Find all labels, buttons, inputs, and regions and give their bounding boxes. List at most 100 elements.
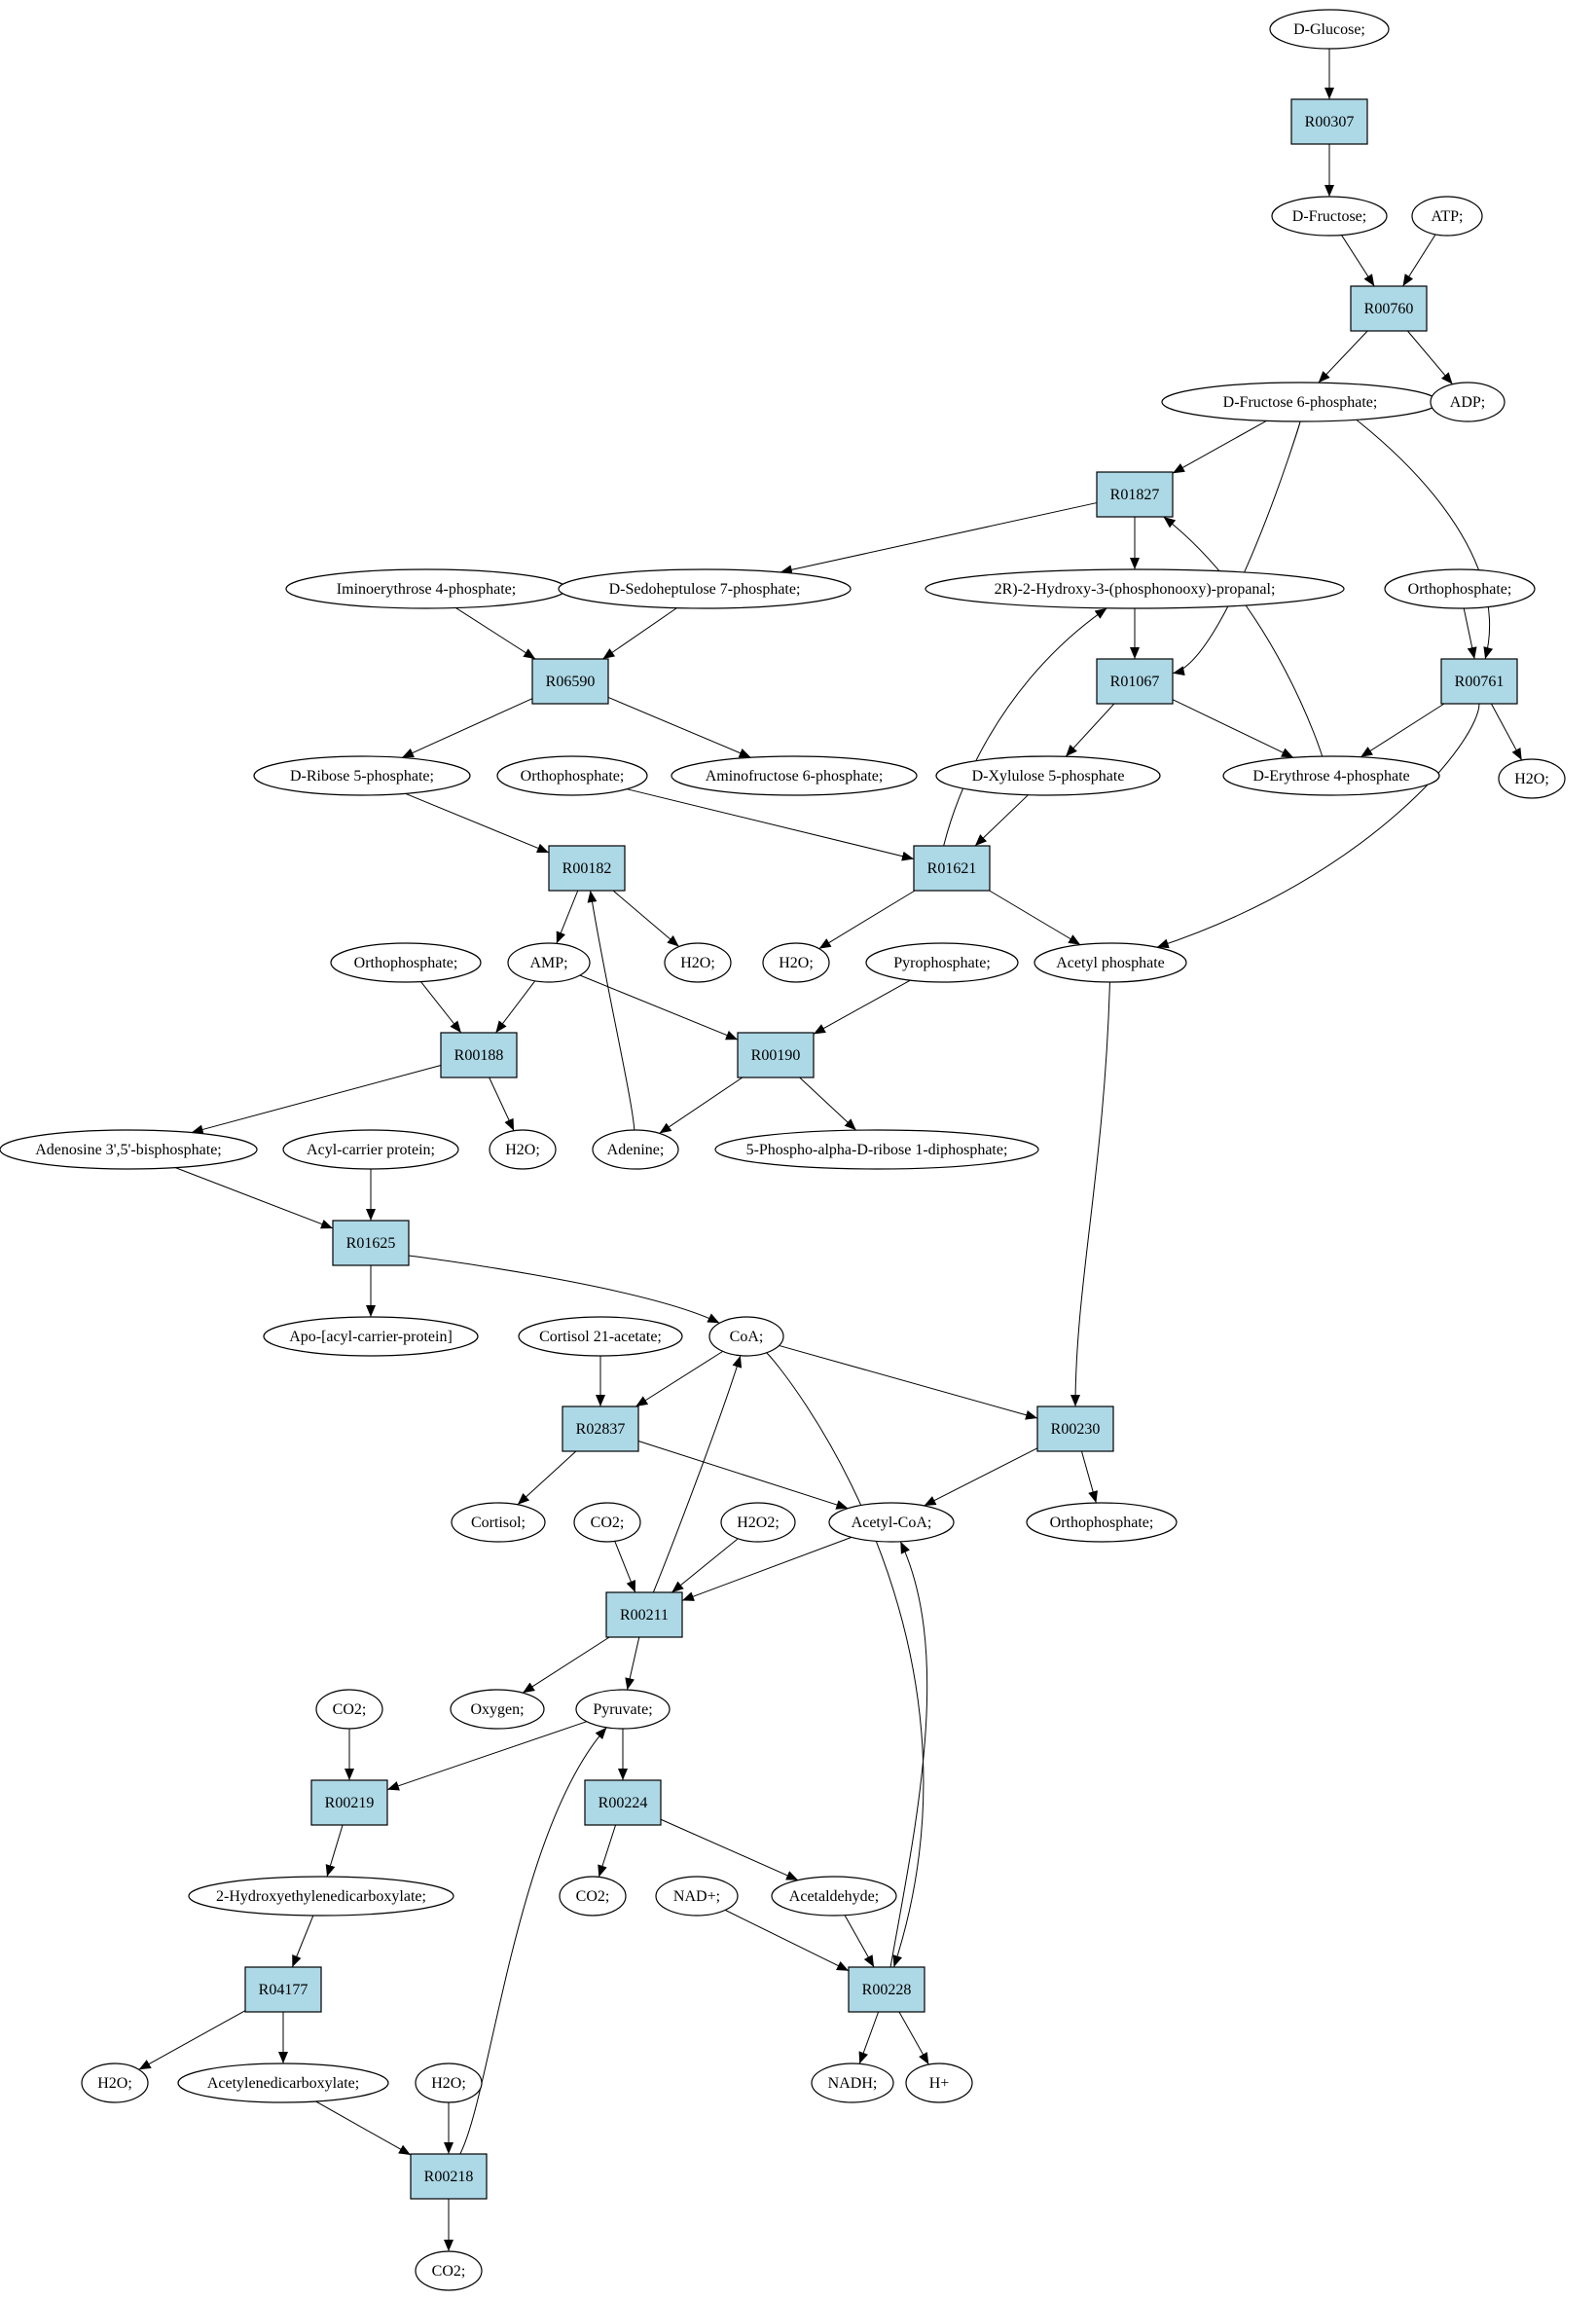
compound-node-pyruvate[interactable]: Pyruvate;	[575, 1689, 671, 1730]
compound-node-amp[interactable]: AMP;	[507, 942, 591, 983]
compound-ellipse	[664, 942, 732, 983]
edge-r00761-to-h2o_1	[1490, 703, 1523, 761]
compound-node-orthophosphate_4[interactable]: Orthophosphate;	[1026, 1502, 1178, 1543]
reaction-node-r00218[interactable]: R00218	[410, 2153, 488, 2200]
node-label: Acetyl-CoA;	[852, 1515, 932, 1531]
compound-node-acp[interactable]: Acyl-carrier protein;	[282, 1129, 459, 1170]
compound-node-h2o2[interactable]: H2O2;	[720, 1502, 796, 1543]
reaction-node-r04177[interactable]: R04177	[244, 1966, 322, 2013]
compound-ellipse	[592, 1129, 679, 1170]
edge-r02837-to-acetyl_coa	[637, 1441, 849, 1510]
compound-node-acetyl_phosphate[interactable]: Acetyl phosphate	[1034, 942, 1187, 983]
reaction-node-r00760[interactable]: R00760	[1350, 285, 1428, 332]
compound-node-cortisol_acetate[interactable]: Cortisol 21-acetate;	[518, 1316, 683, 1357]
reaction-node-r00307[interactable]: R00307	[1290, 98, 1368, 145]
compound-node-aminofructose[interactable]: Aminofructose 6-phosphate;	[671, 755, 918, 796]
reaction-box	[1096, 471, 1174, 518]
compound-node-orthophosphate_2[interactable]: Orthophosphate;	[496, 755, 648, 796]
reaction-node-r00190[interactable]: R00190	[737, 1032, 815, 1078]
compound-node-g3p[interactable]: 2R)-2-Hydroxy-3-(phosphonooxy)-propanal;	[925, 568, 1345, 609]
compound-node-f6p[interactable]: D-Fructose 6-phosphate;	[1161, 382, 1439, 422]
compound-node-atp[interactable]: ATP;	[1411, 196, 1483, 237]
compound-node-adenosine_bisp[interactable]: Adenosine 3',5'-bisphosphate;	[0, 1129, 258, 1170]
reaction-node-r00230[interactable]: R00230	[1036, 1406, 1114, 1452]
compound-node-orthophosphate_1[interactable]: Orthophosphate;	[1384, 568, 1536, 609]
reaction-node-r00182[interactable]: R00182	[548, 845, 626, 892]
edge-nad-to-r00228	[724, 1909, 850, 1972]
node-label: Orthophosphate;	[1050, 1515, 1154, 1531]
reaction-node-r02837[interactable]: R02837	[562, 1406, 639, 1452]
edge-orthophosphate_3-to-r00188	[420, 981, 462, 1034]
compound-node-h2o_3[interactable]: H2O;	[762, 942, 830, 983]
compound-node-prpp[interactable]: 5-Phospho-alpha-D-ribose 1-diphosphate;	[714, 1129, 1039, 1170]
edge-f6p-to-r01067	[1172, 420, 1301, 676]
reaction-node-r00761[interactable]: R00761	[1440, 658, 1518, 705]
compound-node-adenine[interactable]: Adenine;	[592, 1129, 679, 1170]
compound-node-co2_2[interactable]: CO2;	[315, 1689, 383, 1730]
compound-node-h_plus[interactable]: H+	[905, 2063, 973, 2103]
compound-node-orthophosphate_3[interactable]: Orthophosphate;	[330, 942, 482, 983]
node-label: Cortisol;	[471, 1515, 526, 1531]
reaction-node-r00188[interactable]: R00188	[440, 1032, 518, 1078]
compound-node-nad[interactable]: NAD+;	[655, 1876, 739, 1917]
compound-node-hydroxyethylenedicarboxylate[interactable]: 2-Hydroxyethylenedicarboxylate;	[188, 1876, 454, 1917]
reaction-node-r00219[interactable]: R00219	[310, 1779, 388, 1826]
compound-node-ribose5p[interactable]: D-Ribose 5-phosphate;	[253, 755, 471, 796]
compound-node-co2_4[interactable]: CO2;	[415, 2250, 483, 2291]
node-label: H2O;	[680, 955, 715, 971]
node-label: R00761	[1455, 674, 1505, 690]
reaction-node-r01067[interactable]: R01067	[1096, 658, 1174, 705]
node-label: Orthophosphate;	[354, 955, 458, 971]
reaction-box	[332, 1220, 410, 1266]
compound-node-s7p[interactable]: D-Sedoheptulose 7-phosphate;	[558, 568, 852, 609]
reaction-node-r01625[interactable]: R01625	[332, 1220, 410, 1266]
compound-node-h2o_5[interactable]: H2O;	[81, 2063, 149, 2103]
reaction-box	[244, 1966, 322, 2013]
compound-node-d_fructose[interactable]: D-Fructose;	[1271, 196, 1388, 237]
node-label: D-Sedoheptulose 7-phosphate;	[609, 581, 801, 598]
compound-node-h2o_6[interactable]: H2O;	[415, 2063, 483, 2103]
node-label: R02837	[576, 1421, 626, 1438]
compound-node-cortisol[interactable]: Cortisol;	[451, 1502, 546, 1543]
edge-coa-to-r02837	[635, 1350, 723, 1407]
node-label: 2R)-2-Hydroxy-3-(phosphonooxy)-propanal;	[995, 581, 1276, 598]
compound-node-d_glucose[interactable]: D-Glucose;	[1269, 9, 1390, 50]
edge-r00211-to-oxygen	[522, 1636, 610, 1694]
compound-node-h2o_1[interactable]: H2O;	[1498, 758, 1566, 799]
compound-node-acetyl_coa[interactable]: Acetyl-CoA;	[828, 1502, 955, 1543]
node-label: R01621	[927, 860, 977, 877]
reaction-node-r00228[interactable]: R00228	[848, 1966, 925, 2013]
compound-node-acetylenedicarboxylate[interactable]: Acetylenedicarboxylate;	[177, 2063, 389, 2103]
edge-d_fructose-to-r00760	[1341, 235, 1375, 287]
compound-node-h2o_4[interactable]: H2O;	[489, 1129, 557, 1170]
reaction-node-r00224[interactable]: R00224	[584, 1779, 662, 1826]
compound-node-coa[interactable]: CoA;	[708, 1316, 784, 1357]
compound-node-iminoerythrose[interactable]: Iminoerythrose 4-phosphate;	[285, 568, 567, 609]
compound-node-pyrophosphate[interactable]: Pyrophosphate;	[865, 942, 1019, 983]
compound-node-xylulose5p[interactable]: D-Xylulose 5-phosphate	[935, 755, 1161, 796]
reaction-node-r01827[interactable]: R01827	[1096, 471, 1174, 518]
compound-node-apo_acp[interactable]: Apo-[acyl-carrier-protein]	[263, 1316, 479, 1357]
edge-r00211-to-coa	[652, 1355, 743, 1593]
compound-node-erythrose4p[interactable]: D-Erythrose 4-phosphate	[1222, 755, 1440, 796]
compound-node-nadh[interactable]: NADH;	[811, 2063, 894, 2103]
reaction-node-r06590[interactable]: R06590	[531, 658, 609, 705]
reaction-node-r01621[interactable]: R01621	[913, 845, 991, 892]
node-label: H2O;	[431, 2075, 466, 2092]
compound-node-h2o_2[interactable]: H2O;	[664, 942, 732, 983]
node-label: R04177	[259, 1982, 308, 1998]
reaction-box	[737, 1032, 815, 1078]
compound-node-acetaldehyde[interactable]: Acetaldehyde;	[771, 1876, 897, 1917]
compound-node-co2_1[interactable]: CO2;	[573, 1502, 641, 1543]
edge-r01827-to-s7p	[780, 502, 1098, 575]
reaction-box	[310, 1779, 388, 1826]
compound-node-oxygen[interactable]: Oxygen;	[450, 1689, 545, 1730]
edge-r00188-to-adenosine_bisp	[191, 1065, 442, 1135]
compound-node-co2_3[interactable]: CO2;	[559, 1876, 627, 1917]
compound-ellipse	[0, 1129, 258, 1170]
node-label: CO2;	[432, 2263, 466, 2280]
compound-node-adp[interactable]: ADP;	[1430, 382, 1505, 422]
reaction-node-r00211[interactable]: R00211	[605, 1591, 683, 1638]
